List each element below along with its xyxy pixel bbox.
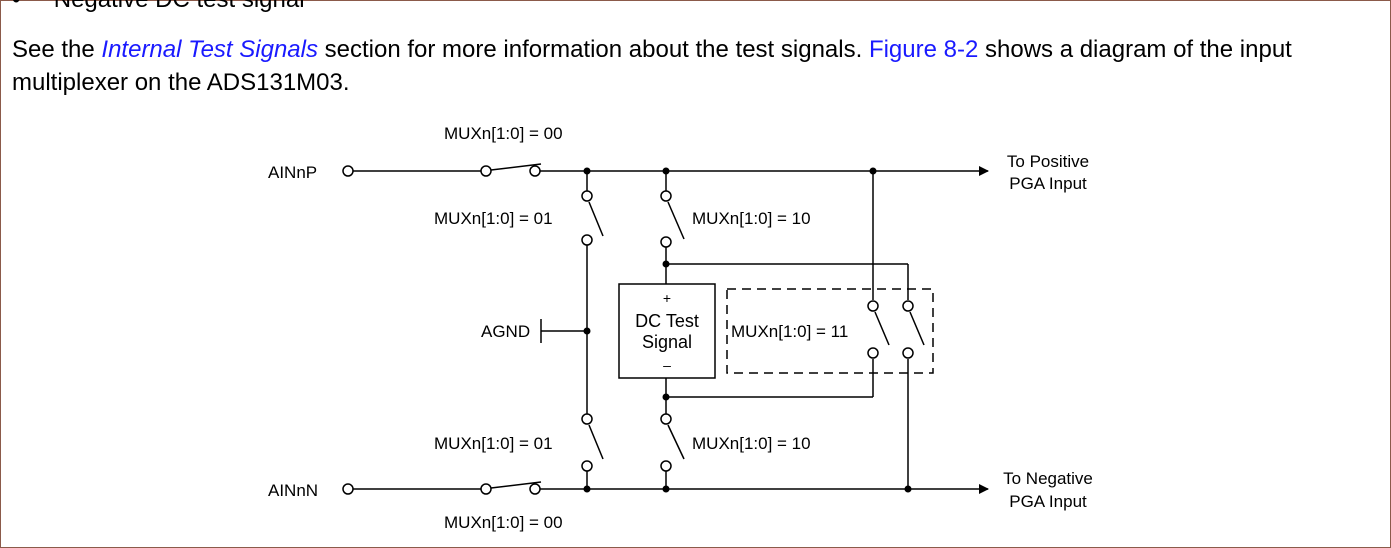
dc-minus-sign: – [663, 357, 671, 373]
junction-dot [662, 485, 670, 493]
mux00-top-contact-right [529, 165, 541, 177]
figure-link[interactable]: Figure 8-2 [868, 36, 979, 63]
ainn-label: AINnN [268, 481, 318, 500]
body-paragraph: See the Internal Test Signals section fo… [12, 33, 1382, 99]
mux10-top-contact-lower [660, 236, 672, 248]
ainp-terminal [342, 165, 354, 177]
mux10-top-label: MUXn[1:0] = 10 [692, 209, 811, 228]
mux11-label: MUXn[1:0] = 11 [731, 322, 848, 341]
mux00-bot-contact-left [480, 483, 492, 495]
mux11-right-contact-upper [902, 300, 914, 312]
mux10-bot-contact-lower [660, 460, 672, 472]
mux10-bot-contact-upper [660, 413, 672, 425]
junction-dots [583, 167, 912, 493]
mux10-bot-switch-arm [667, 424, 685, 460]
mux11-left-contact-lower [867, 347, 879, 359]
mux01-bot-switch-arm [588, 424, 604, 460]
junction-dot [583, 167, 591, 175]
junction-dot [869, 167, 877, 175]
dc-test-label-line1: DC Test [635, 311, 699, 331]
mux10-top-contact-upper [660, 190, 672, 202]
ainn-terminal [342, 483, 354, 495]
junction-dot [662, 167, 670, 175]
junction-dot [662, 260, 670, 268]
junction-dot [583, 485, 591, 493]
ainp-label: AINnP [268, 163, 317, 182]
dc-test-label-line2: Signal [642, 332, 692, 352]
mux01-top-switch-arm [588, 201, 604, 237]
positive-output-label-line2: PGA Input [1009, 174, 1087, 193]
mux00-top-label: MUXn[1:0] = 00 [444, 124, 563, 143]
internal-test-signals-link[interactable]: Internal Test Signals [101, 36, 318, 63]
mux11-left-switch-arm [874, 311, 890, 346]
mux00-bot-switch-arm [490, 481, 542, 489]
mux01-top-contact-upper [581, 190, 593, 202]
list-bullet: • [12, 0, 20, 13]
mux01-bot-label: MUXn[1:0] = 01 [434, 434, 553, 453]
para-lead: See the [12, 36, 102, 63]
positive-output-label-line1: To Positive [1007, 152, 1089, 171]
negative-output-label-line1: To Negative [1003, 469, 1093, 488]
mux11-dashed-region [726, 288, 934, 374]
para-tail: shows a diagram of the input multiplexer… [12, 36, 1292, 96]
mux00-bot-contact-right [529, 483, 541, 495]
mux00-top-switch-arm [490, 163, 542, 171]
mux01-bot-contact-lower [581, 460, 593, 472]
junction-dot [904, 485, 912, 493]
mux11-right-switch-arm [909, 311, 925, 346]
mux00-top-contact-left [480, 165, 492, 177]
mux01-bot-contact-upper [581, 413, 593, 425]
cut-off-list-item: • Negative DC test signal [12, 0, 305, 14]
junction-dot [583, 327, 591, 335]
junction-dot [662, 393, 670, 401]
mux11-left-contact-upper [867, 300, 879, 312]
mux00-bot-label: MUXn[1:0] = 00 [444, 513, 563, 532]
mux10-bot-label: MUXn[1:0] = 10 [692, 434, 811, 453]
agnd-label: AGND [481, 322, 530, 341]
negative-output-label-line2: PGA Input [1009, 492, 1087, 511]
mux10-top-switch-arm [667, 201, 685, 240]
list-item-text: Negative DC test signal [54, 0, 305, 13]
dc-plus-sign: + [663, 290, 671, 306]
mux11-right-contact-lower [902, 347, 914, 359]
mux01-top-label: MUXn[1:0] = 01 [434, 209, 553, 228]
para-mid: section for more information about the t… [317, 36, 869, 63]
dc-test-signal-box [618, 283, 716, 379]
mux01-top-contact-lower [581, 234, 593, 246]
